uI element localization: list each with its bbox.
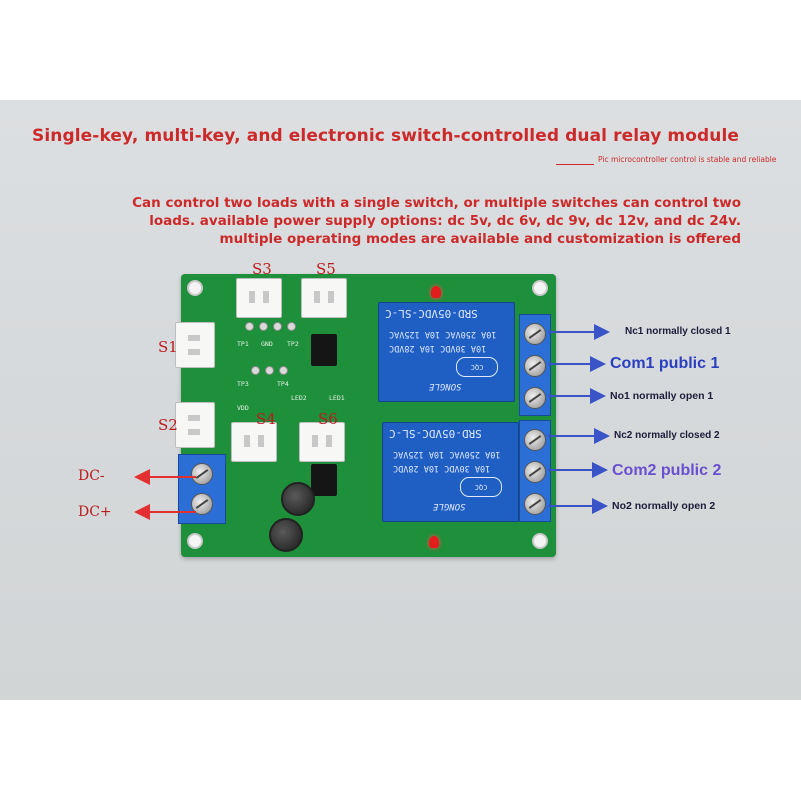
silk-tp3: TP3: [237, 380, 249, 388]
description-line-3: multiple operating modes are available a…: [219, 231, 742, 247]
test-point: [279, 366, 288, 375]
mounting-hole: [187, 533, 203, 549]
label-s5: S5: [316, 260, 336, 278]
test-point: [287, 322, 296, 331]
relay-1: SRD-05VDC-SL-C 10A 250VAC 10A 125VAC 10A…: [378, 302, 515, 402]
test-point: [245, 322, 254, 331]
label-s3: S3: [252, 260, 272, 278]
label-com2: Com2 public 2: [612, 462, 722, 479]
page-title: Single-key, multi-key, and electronic sw…: [32, 126, 740, 146]
terminal-screw: [524, 387, 546, 409]
terminal-screw: [524, 355, 546, 377]
terminal-screw: [524, 323, 546, 345]
switch-connector-s1: [175, 322, 215, 368]
subtitle-underline: [556, 164, 594, 165]
description-line-2: loads. available power supply options: d…: [149, 213, 741, 229]
mounting-hole: [532, 533, 548, 549]
test-point: [259, 322, 268, 331]
test-point: [251, 366, 260, 375]
terminal-screw: [524, 493, 546, 515]
electrolytic-capacitor: [269, 518, 303, 552]
relay-2: SRD-05VDC-SL-C 10A 250VAC 10A 125VAC 10A…: [382, 422, 519, 522]
silk-tp1: TP1: [237, 340, 249, 348]
label-com1: Com1 public 1: [610, 355, 720, 372]
terminal-screw: [524, 461, 546, 483]
switch-connector-s3: [236, 278, 282, 318]
relay-led: [429, 536, 439, 548]
label-no1: No1 normally open 1: [610, 390, 714, 402]
relay-module-pcb: TP1 GND TP2 TP3 TP4 VDD LED2 LED1 SRD-05…: [175, 274, 556, 557]
electrolytic-capacitor: [281, 482, 315, 516]
switch-connector-s5: [301, 278, 347, 318]
silk-vdd: VDD: [237, 404, 249, 412]
label-s1: S1: [158, 338, 178, 356]
label-no2: No2 normally open 2: [612, 500, 716, 512]
terminal-screw: [191, 493, 213, 515]
label-nc1: Nc1 normally closed 1: [625, 326, 731, 337]
test-point: [273, 322, 282, 331]
label-s4: S4: [256, 410, 276, 428]
label-dc-plus: DC+: [78, 504, 112, 520]
optocoupler-chip: [311, 334, 337, 366]
silk-tp2: TP2: [287, 340, 299, 348]
mounting-hole: [187, 280, 203, 296]
silk-led1: LED1: [329, 394, 345, 402]
switch-connector-s4: [231, 422, 277, 462]
output-terminal-block-1: [519, 314, 551, 416]
label-dc-minus: DC-: [78, 468, 105, 484]
test-point: [265, 366, 274, 375]
silk-led2: LED2: [291, 394, 307, 402]
optocoupler-chip: [311, 464, 337, 496]
mounting-hole: [532, 280, 548, 296]
relay-led: [431, 286, 441, 298]
terminal-screw: [191, 463, 213, 485]
switch-connector-s2: [175, 402, 215, 448]
label-nc2: Nc2 normally closed 2: [614, 430, 720, 441]
label-s6: S6: [318, 410, 338, 428]
description-line-1: Can control two loads with a single swit…: [132, 195, 741, 211]
switch-connector-s6: [299, 422, 345, 462]
silk-gnd: GND: [261, 340, 273, 348]
silk-tp4: TP4: [277, 380, 289, 388]
output-terminal-block-2: [519, 420, 551, 522]
page-subtitle: Pic microcontroller control is stable an…: [598, 155, 777, 164]
label-s2: S2: [158, 416, 178, 434]
terminal-screw: [524, 429, 546, 451]
